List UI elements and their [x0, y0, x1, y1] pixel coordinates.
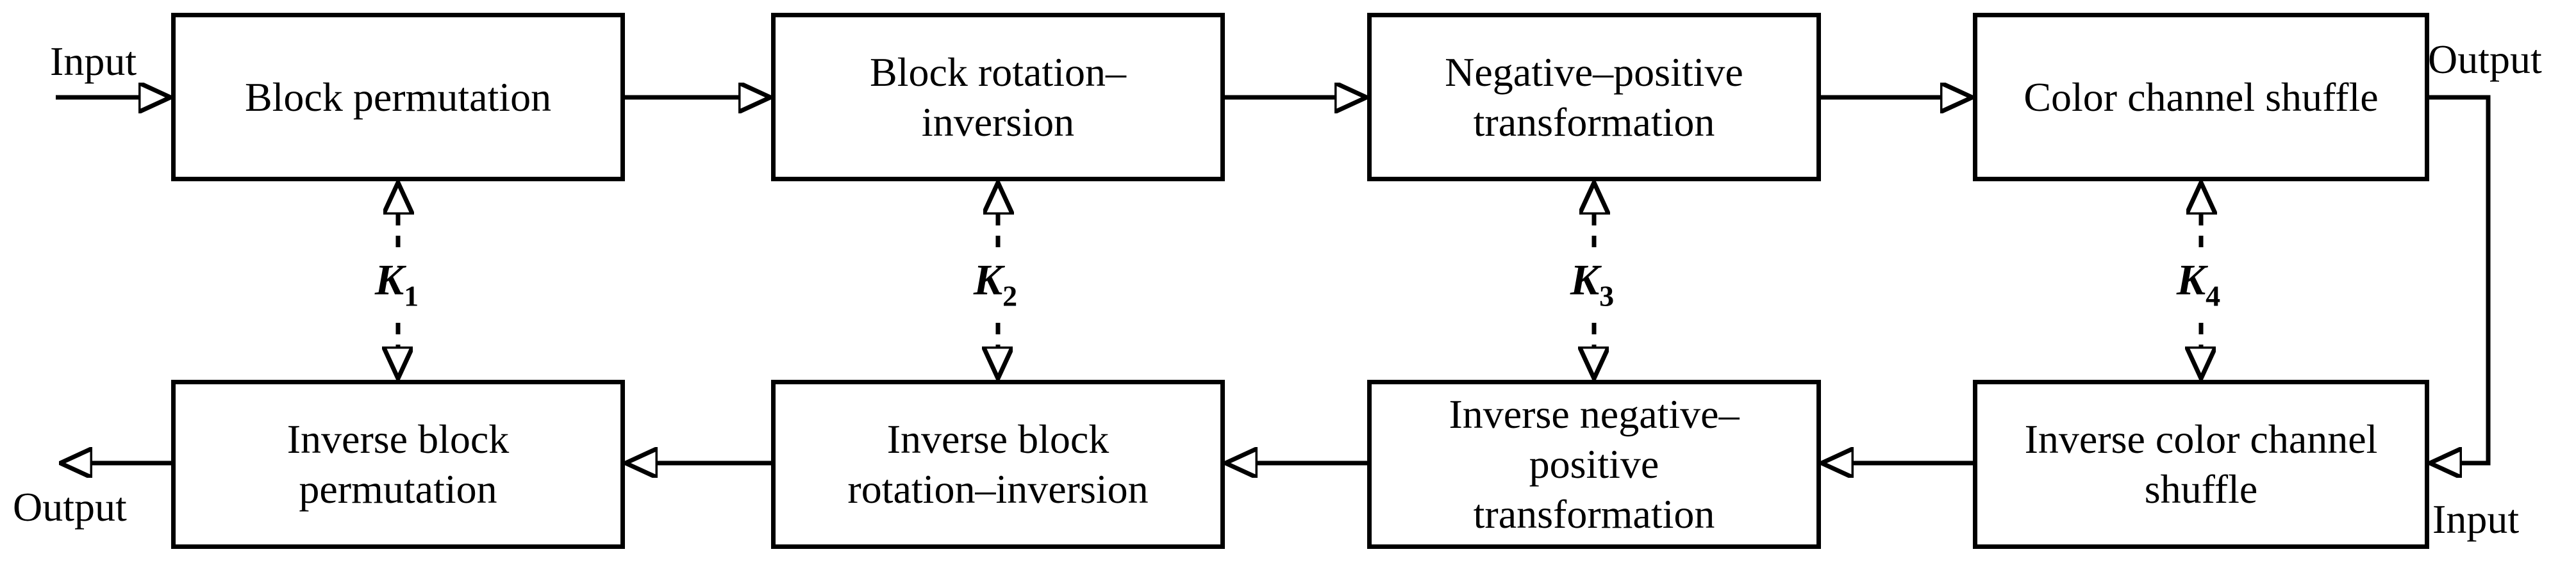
key3-label: K3	[1561, 254, 1624, 315]
key1-symbol: K	[374, 255, 404, 304]
key2-subscript: 2	[1002, 279, 1018, 313]
arrow-output-elbow-to-inverse-color-shuffle	[2429, 95, 2491, 463]
key1-label: K1	[365, 254, 428, 315]
key2-symbol: K	[973, 255, 1003, 304]
box-negative-positive-transformation: Negative–positive transformation	[1367, 13, 1821, 181]
box-block-rotation-inversion: Block rotation– inversion	[771, 13, 1225, 181]
input-label-top: Input	[50, 38, 137, 84]
box-block-permutation: Block permutation	[171, 13, 625, 181]
key4-subscript: 4	[2206, 279, 2221, 313]
box-inverse-block-permutation: Inverse block permutation	[171, 380, 625, 549]
key2-label: K2	[964, 254, 1027, 315]
output-label-bottom: Output	[13, 484, 127, 530]
input-label-bottom: Input	[2432, 496, 2520, 542]
key4-symbol: K	[2176, 255, 2206, 304]
key3-subscript: 3	[1599, 279, 1615, 313]
box-color-channel-shuffle: Color channel shuffle	[1973, 13, 2429, 181]
box-inverse-negative-positive-transformation: Inverse negative– positive transformatio…	[1367, 380, 1821, 549]
box-inverse-color-channel-shuffle: Inverse color channel shuffle	[1973, 380, 2429, 549]
output-label-top: Output	[2428, 37, 2542, 82]
box-inverse-block-rotation-inversion: Inverse block rotation–inversion	[771, 380, 1225, 549]
key1-subscript: 1	[404, 279, 419, 313]
key3-symbol: K	[1570, 255, 1600, 304]
key4-label: K4	[2167, 254, 2230, 315]
